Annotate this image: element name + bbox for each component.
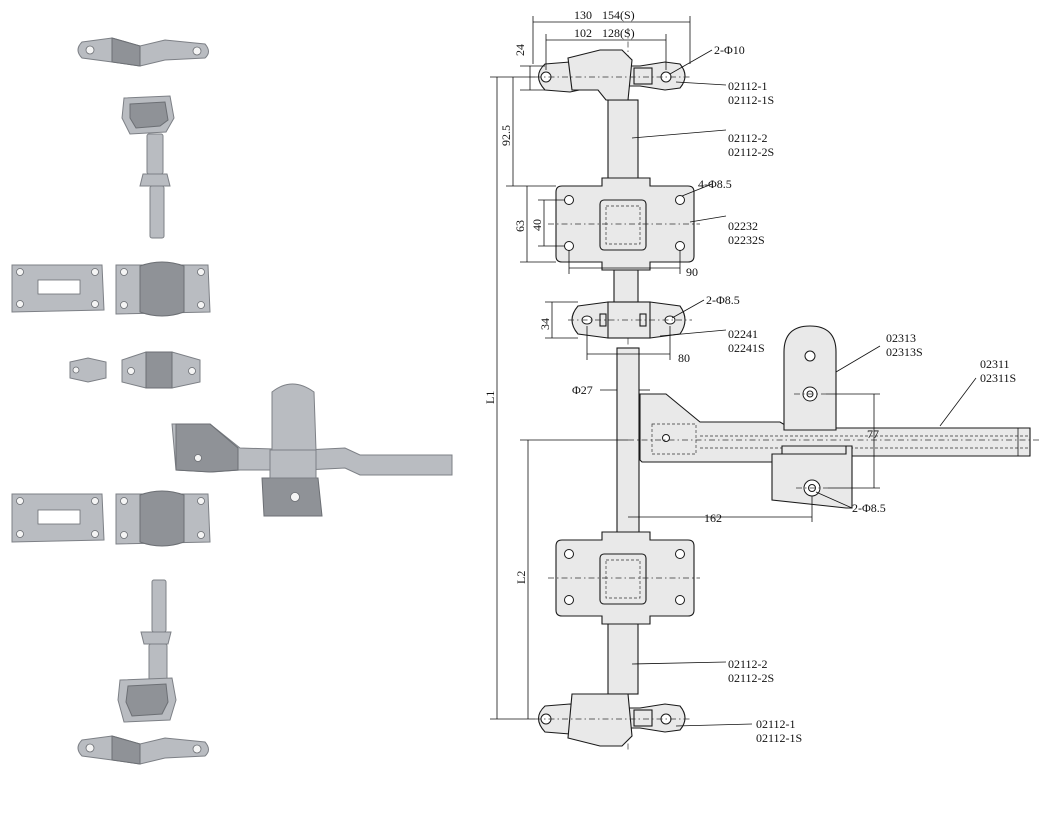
label-cam-bot-b: 02112-1S — [756, 731, 802, 745]
callout-guide-holes: 2-Φ8.5 — [706, 293, 740, 307]
label-rod-bot-b: 02112-2S — [728, 671, 774, 685]
cam-rod-end-top-3d — [121, 95, 175, 239]
dim-34: 34 — [538, 318, 552, 330]
label-keeper-b: 02313S — [886, 345, 923, 359]
label-handle-b: 02311S — [980, 371, 1016, 385]
callout-keeper-holes: 2-Φ8.5 — [852, 501, 886, 515]
dimension-lines — [490, 16, 880, 720]
dim-L2: L2 — [514, 571, 528, 584]
top-cam-end — [535, 49, 690, 101]
dim-77: 77 — [867, 427, 879, 441]
dim-40: 40 — [530, 219, 544, 231]
bracket-plate-1 — [548, 177, 700, 271]
cam-keeper-top-3d — [77, 37, 209, 67]
label-cam-bot-a: 02112-1 — [756, 717, 796, 731]
dimension-texts: 130 154(S) 102 128(S) 24 92.5 63 40 90 3… — [483, 8, 879, 584]
label-cam-top-a: 02112-1 — [728, 79, 768, 93]
dim-154s: 154(S) — [602, 8, 635, 22]
label-guide-b: 02241S — [728, 341, 765, 355]
dim-102: 102 — [574, 26, 592, 40]
bracket-pair-1-3d — [11, 261, 211, 317]
bottom-cam-end — [535, 693, 690, 747]
dim-phi27: Φ27 — [572, 383, 593, 397]
label-bracket-b: 02232S — [728, 233, 765, 247]
dim-63: 63 — [513, 220, 527, 232]
cam-rod-end-bottom-3d — [117, 579, 177, 723]
dim-24: 24 — [513, 44, 527, 56]
label-rod-top-b: 02112-2S — [728, 145, 774, 159]
cam-keeper-bottom-3d — [77, 735, 209, 765]
dim-90: 90 — [686, 265, 698, 279]
part-labels: 02112-1 02112-1S 02112-2 02112-2S 02232 … — [728, 79, 1016, 745]
callout-top-holes: 2-Φ10 — [714, 43, 745, 57]
label-rod-bot-a: 02112-2 — [728, 657, 768, 671]
technical-drawing: 130 154(S) 102 128(S) 24 92.5 63 40 90 3… — [483, 8, 1040, 752]
dim-128s: 128(S) — [602, 26, 635, 40]
dim-92-5: 92.5 — [499, 125, 513, 146]
callout-plate-holes: 4-Φ8.5 — [698, 177, 732, 191]
main-rod — [607, 99, 640, 695]
label-cam-top-b: 02112-1S — [728, 93, 774, 107]
rod-guide-3d — [69, 351, 201, 389]
hole-callouts: 2-Φ10 4-Φ8.5 2-Φ8.5 2-Φ8.5 — [698, 43, 886, 515]
exploded-view — [11, 37, 453, 765]
dim-80: 80 — [678, 351, 690, 365]
label-rod-top-a: 02112-2 — [728, 131, 768, 145]
bracket-pair-2-3d — [11, 490, 211, 547]
label-keeper-a: 02313 — [886, 331, 916, 345]
dim-L1: L1 — [483, 391, 497, 404]
label-handle-a: 02311 — [980, 357, 1010, 371]
dim-162: 162 — [704, 511, 722, 525]
label-bracket-a: 02232 — [728, 219, 758, 233]
handle-and-keeper — [628, 325, 1040, 509]
leader-lines — [631, 49, 977, 727]
bracket-plate-2 — [548, 531, 700, 625]
dim-130: 130 — [574, 8, 592, 22]
label-guide-a: 02241 — [728, 327, 758, 341]
handle-assembly-3d — [171, 383, 453, 517]
